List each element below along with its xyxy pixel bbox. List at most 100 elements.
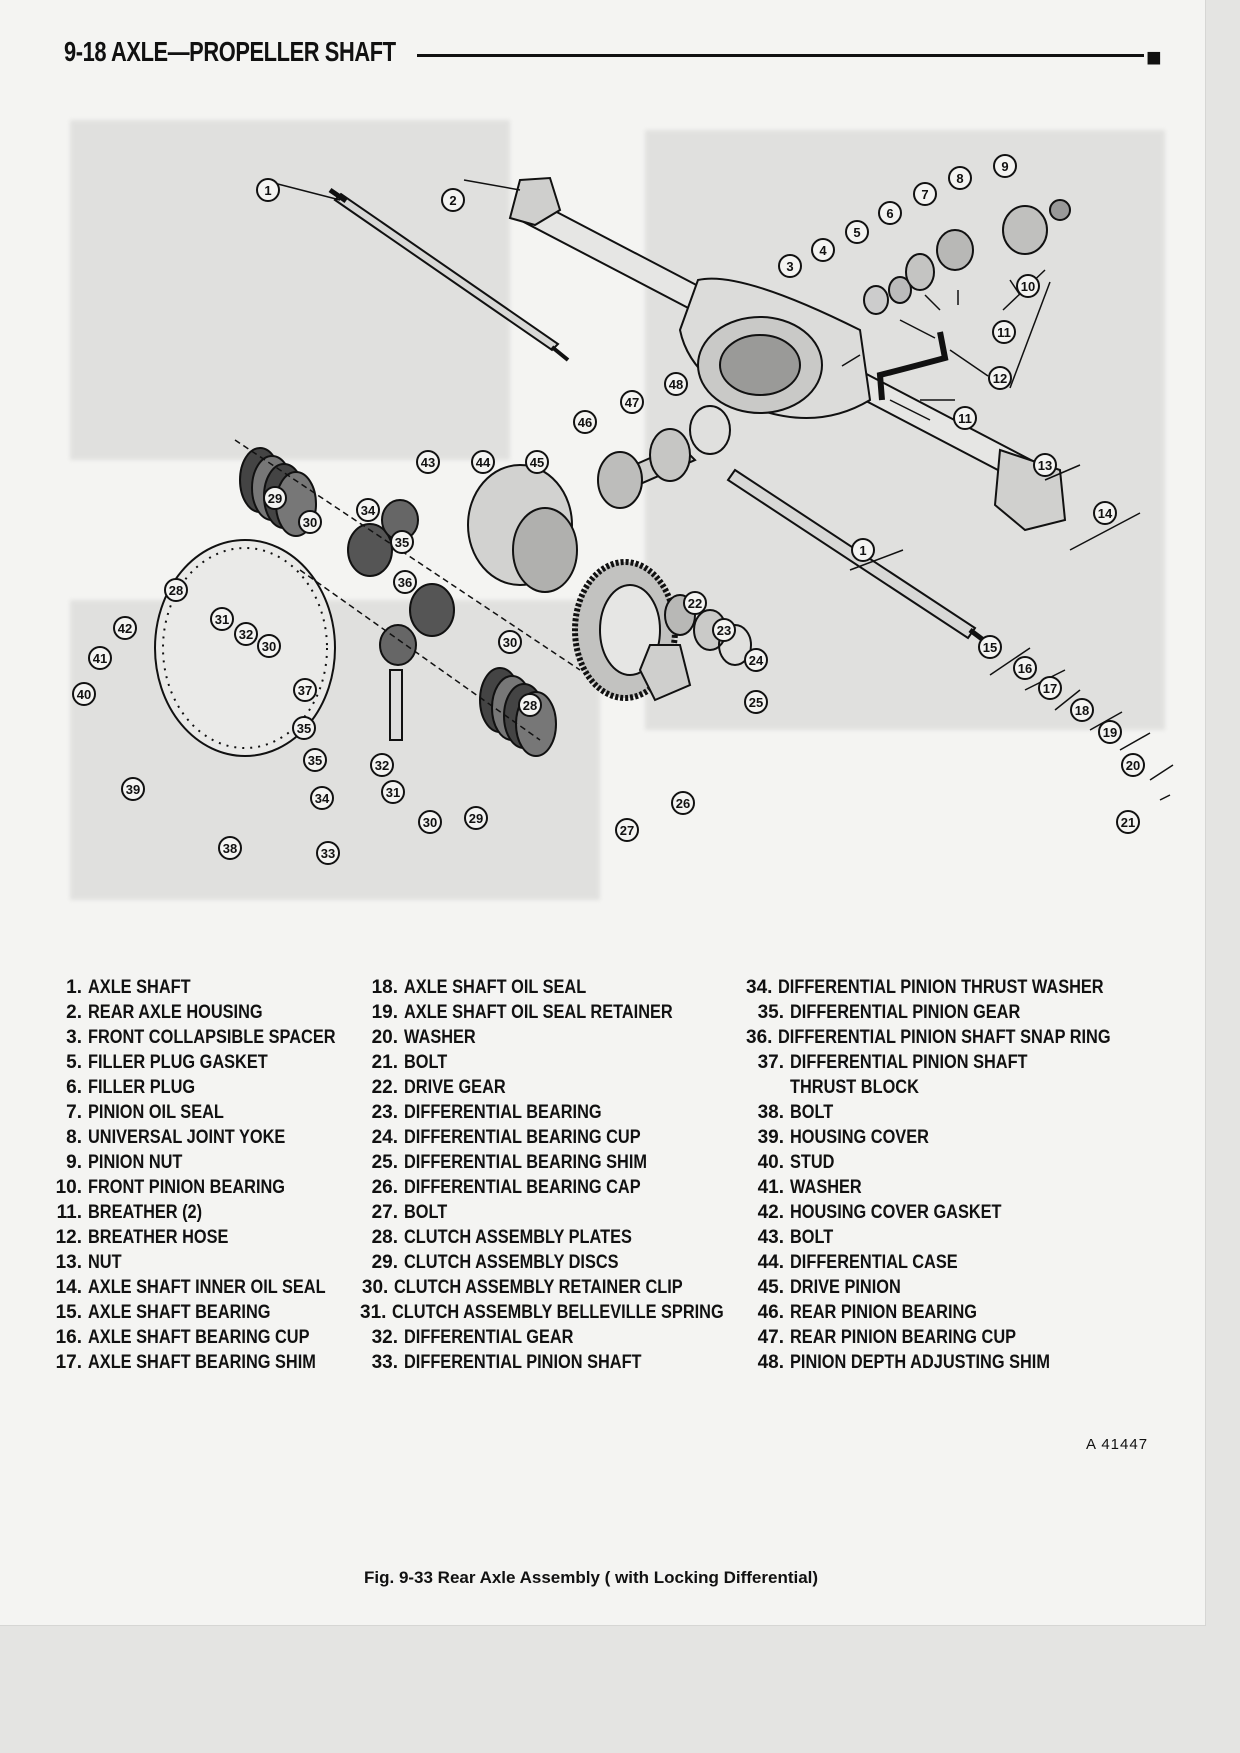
callout-layer: 1 2 3 4 5 6 7 8 9 10 11 12 11 13 14 1 15…	[0, 0, 1145, 865]
housing-cover-drawing	[154, 539, 336, 757]
svg-text:11: 11	[958, 411, 972, 426]
callout-32b: 32	[370, 753, 394, 777]
legend-item: 10.FRONT PINION BEARING	[55, 1177, 285, 1198]
legend-item: 36.DIFFERENTIAL PINION SHAFT SNAP RING	[746, 1027, 1111, 1048]
callout-26: 26	[671, 791, 695, 815]
callout-25: 25	[744, 690, 768, 714]
svg-text:3: 3	[786, 259, 793, 274]
legend-item: 44.DIFFERENTIAL CASE	[757, 1252, 958, 1273]
svg-text:14: 14	[1098, 506, 1113, 521]
legend-item: 41.WASHER	[757, 1177, 862, 1198]
callout-29a: 29	[263, 486, 287, 510]
legend-item: 15.AXLE SHAFT BEARING	[55, 1302, 271, 1323]
callout-27: 27	[615, 818, 639, 842]
svg-text:2: 2	[449, 193, 456, 208]
callout-28a: 28	[164, 578, 188, 602]
legend-item: 19.AXLE SHAFT OIL SEAL RETAINER	[371, 1002, 673, 1023]
callout-35a: 35	[390, 530, 414, 554]
svg-text:30: 30	[503, 635, 517, 650]
svg-text:39: 39	[126, 782, 140, 797]
svg-text:33: 33	[321, 846, 335, 861]
callout-34b: 34	[310, 786, 334, 810]
callout-44: 44	[471, 450, 495, 474]
svg-text:37: 37	[298, 683, 312, 698]
legend-item: 18.AXLE SHAFT OIL SEAL	[371, 977, 587, 998]
svg-text:21: 21	[1121, 815, 1135, 830]
legend-item: 34.DIFFERENTIAL PINION THRUST WASHER	[746, 977, 1105, 998]
legend-item: 42.HOUSING COVER GASKET	[757, 1202, 1002, 1223]
callout-30c: 30	[257, 634, 281, 658]
svg-text:28: 28	[523, 698, 537, 713]
callout-30d: 30	[418, 810, 442, 834]
manual-page: 9-18 AXLE—PROPELLER SHAFT ■	[0, 0, 1205, 1625]
figure-caption: Fig. 9-33 Rear Axle Assembly ( with Lock…	[364, 1568, 819, 1587]
legend-item: 2.REAR AXLE HOUSING	[66, 1002, 263, 1023]
legend-item: 12.BREATHER HOSE	[55, 1227, 229, 1248]
callout-31a: 31	[210, 607, 234, 631]
callout-4: 4	[811, 238, 835, 262]
callout-33b: 33	[0, 0, 7, 3]
svg-text:20: 20	[1126, 758, 1140, 773]
callout-30b: 30	[498, 630, 522, 654]
legend-item: 31.CLUTCH ASSEMBLY BELLEVILLE SPRING	[360, 1302, 725, 1323]
legend-item: 33.DIFFERENTIAL PINION SHAFT	[371, 1352, 642, 1373]
callout-34a: 34	[356, 498, 380, 522]
callout-13: 13	[1033, 453, 1057, 477]
legend-item: 29.CLUTCH ASSEMBLY DISCS	[371, 1252, 619, 1273]
callout-22: 22	[683, 591, 707, 615]
legend-item: 25.DIFFERENTIAL BEARING SHIM	[371, 1152, 647, 1173]
svg-text:31: 31	[215, 612, 229, 627]
callout-40: 40	[72, 682, 96, 706]
callout-11b: 11	[953, 406, 977, 430]
legend-item: 21.BOLT	[371, 1052, 448, 1073]
legend-item: 6.FILLER PLUG	[66, 1077, 196, 1098]
svg-text:28: 28	[0, 0, 7, 3]
svg-text:13: 13	[1038, 458, 1052, 473]
page-header: 9-18 AXLE—PROPELLER SHAFT ■	[64, 36, 1164, 76]
callout-30e: 30	[0, 0, 7, 3]
svg-text:1: 1	[859, 543, 866, 558]
svg-text:45: 45	[530, 455, 544, 470]
svg-text:17: 17	[1043, 681, 1057, 696]
svg-text:40: 40	[77, 687, 91, 702]
svg-text:27: 27	[620, 823, 634, 838]
svg-text:48: 48	[669, 377, 683, 392]
svg-text:25: 25	[749, 695, 763, 710]
legend-item: 5.FILLER PLUG GASKET	[66, 1052, 268, 1073]
legend-item: 46.REAR PINION BEARING	[757, 1302, 978, 1323]
legend-item: 26.DIFFERENTIAL BEARING CAP	[371, 1177, 641, 1198]
differential-case-drawing	[467, 464, 578, 593]
legend-item: 7.PINION OIL SEAL	[66, 1102, 224, 1123]
figure-reference-number: A 41447	[1086, 1436, 1149, 1453]
legend-item: 37.DIFFERENTIAL PINION SHAFT THRUST BLOC…	[757, 1052, 1028, 1098]
callout-43: 43	[416, 450, 440, 474]
callout-39: 39	[121, 777, 145, 801]
svg-text:33: 33	[0, 0, 7, 3]
header-mark-icon: ■	[1146, 42, 1162, 72]
svg-text:47: 47	[625, 395, 639, 410]
axle-housing-drawing	[508, 176, 1067, 532]
svg-text:26: 26	[676, 796, 690, 811]
callout-3: 3	[778, 254, 802, 278]
svg-text:34: 34	[315, 791, 330, 806]
legend-item: 32.DIFFERENTIAL GEAR	[371, 1327, 574, 1348]
legend-item: 39.HOUSING COVER	[757, 1127, 929, 1148]
svg-text:38: 38	[223, 841, 237, 856]
legend-item: 30.CLUTCH ASSEMBLY RETAINER CLIP	[361, 1277, 684, 1298]
svg-text:30: 30	[262, 639, 276, 654]
assembly-centerlines	[234, 439, 581, 741]
svg-text:35: 35	[395, 535, 409, 550]
legend-item: 40.STUD	[757, 1152, 835, 1173]
header-rule	[417, 54, 1144, 57]
legend-item: 16.AXLE SHAFT BEARING CUP	[55, 1327, 310, 1348]
legend-item: 14.AXLE SHAFT INNER OIL SEAL	[55, 1277, 326, 1298]
callout-46: 46	[573, 410, 597, 434]
legend-item: 8.UNIVERSAL JOINT YOKE	[66, 1127, 286, 1148]
svg-text:15: 15	[983, 640, 997, 655]
callout-48: 48	[664, 372, 688, 396]
svg-text:30: 30	[0, 0, 7, 3]
callout-29b: 29	[464, 806, 488, 830]
svg-text:11: 11	[997, 325, 1011, 340]
callout-8: 8	[948, 166, 972, 190]
svg-text:24: 24	[749, 653, 764, 668]
